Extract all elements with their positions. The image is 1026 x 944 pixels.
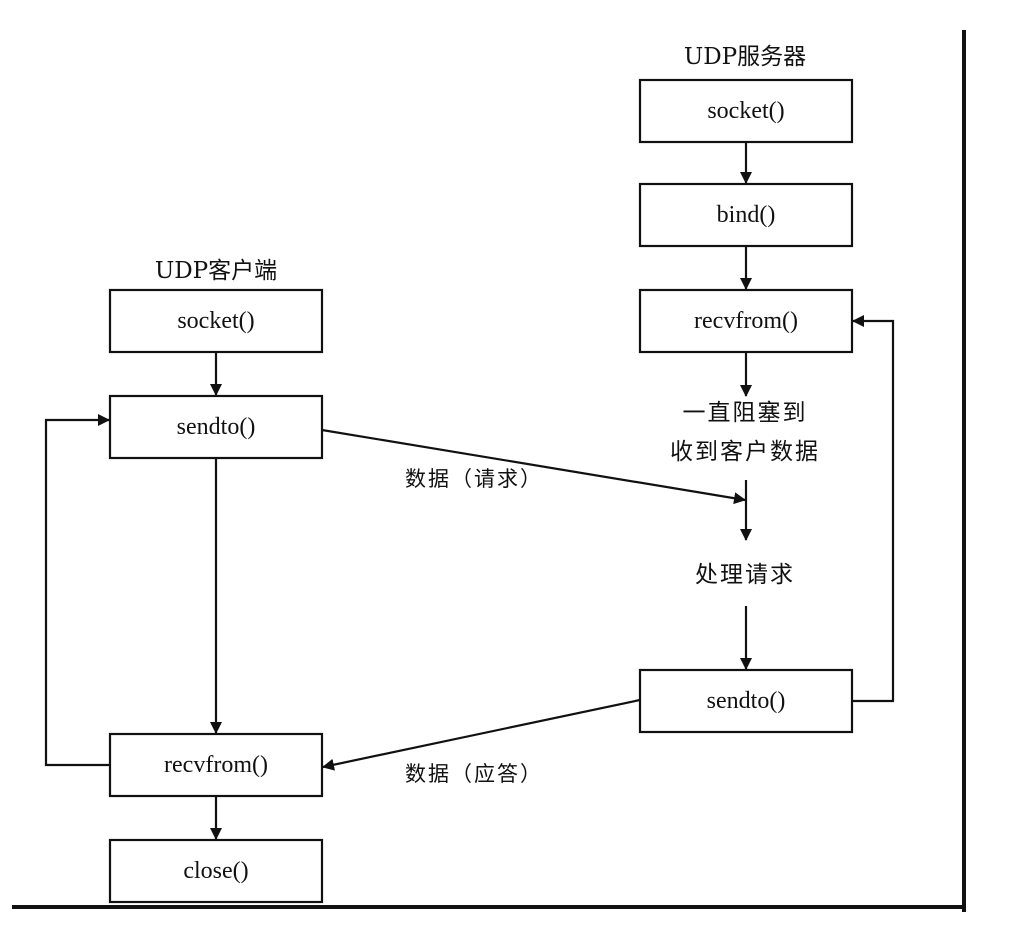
- server-socket-node: socket(): [638, 78, 854, 144]
- server-title: UDP服务器: [684, 44, 806, 70]
- server-recvfrom-label: recvfrom(): [694, 308, 798, 334]
- server-block-line2: 收到客户数据: [670, 439, 820, 465]
- client-sendto-label: sendto(): [177, 414, 256, 440]
- server-socket-label: socket(): [707, 98, 784, 124]
- client-close-node: close(): [108, 838, 324, 904]
- client-sendto-node: sendto(): [108, 394, 324, 460]
- arrow-response-server-to-client: [322, 698, 641, 771]
- client-socket-label: socket(): [177, 308, 254, 334]
- server-sendto-node: sendto(): [638, 668, 854, 734]
- client-title: UDP客户端: [155, 258, 277, 284]
- server-recvfrom-node: recvfrom(): [638, 288, 854, 354]
- request-message-label: 数据（请求）: [405, 467, 543, 491]
- client-close-label: close(): [183, 858, 248, 884]
- arrow-request-client-to-server: [321, 428, 746, 505]
- arrow-server-loop-back: [852, 315, 895, 703]
- server-sendto-label: sendto(): [707, 688, 786, 714]
- client-socket-node: socket(): [108, 288, 324, 354]
- server-bind-label: bind(): [717, 202, 776, 228]
- client-recvfrom-node: recvfrom(): [108, 732, 324, 798]
- server-process-text: 处理请求: [695, 562, 795, 588]
- server-bind-node: bind(): [638, 182, 854, 248]
- server-block-line1: 一直阻塞到: [683, 400, 808, 426]
- arrow-client-loop-back: [44, 414, 110, 767]
- response-message-label: 数据（应答）: [405, 762, 543, 786]
- client-recvfrom-label: recvfrom(): [164, 752, 268, 778]
